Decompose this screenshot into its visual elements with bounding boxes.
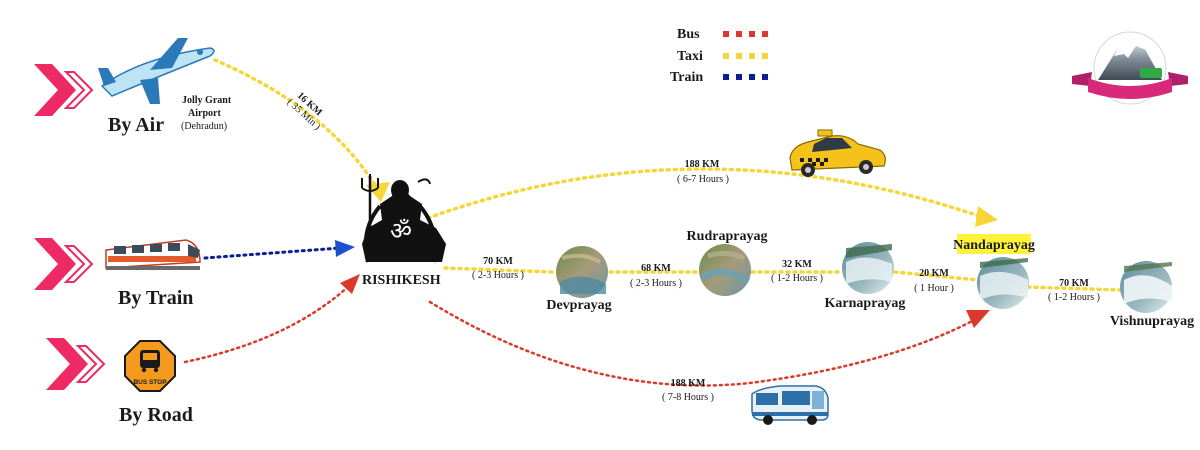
nandaprayag-photo xyxy=(977,257,1029,309)
shiva-silhouette-icon xyxy=(361,174,446,263)
legend-swatch-dot xyxy=(723,31,729,37)
leg-3-time: ( 1-2 Hours ) xyxy=(771,273,823,284)
by-train-label: By Train xyxy=(118,287,193,309)
by-air-label: By Air xyxy=(108,114,164,136)
legend-swatch-dot xyxy=(762,53,768,59)
leg-1-time: ( 2-3 Hours ) xyxy=(472,270,524,281)
leg-5-path xyxy=(1026,285,1122,292)
leg-3-distance: 32 KM xyxy=(782,259,812,270)
air-arrowhead xyxy=(366,182,390,202)
bus-arrowhead xyxy=(966,310,990,328)
legend-swatch-dot xyxy=(736,31,742,37)
bus-stop-sign-text: BUS STOP xyxy=(133,379,167,386)
leg-4-time: ( 1 Hour ) xyxy=(914,283,954,294)
stop-karnaprayag: Karnaprayag xyxy=(825,296,906,311)
taxi-route-path xyxy=(426,167,987,220)
rudraprayag-photo xyxy=(699,244,751,296)
leg-2-distance: 68 KM xyxy=(641,263,671,274)
stop-devprayag: Devprayag xyxy=(546,298,611,313)
airport-name-line1: Jolly Grant xyxy=(182,95,232,106)
taxi-route-distance: 188 KM xyxy=(685,159,720,170)
airport-city: (Dehradun) xyxy=(181,121,227,132)
legend-swatch-dot xyxy=(749,31,755,37)
vishnuprayag-photo xyxy=(1120,261,1172,313)
leg-4-distance: 20 KM xyxy=(919,268,949,279)
company-logo xyxy=(1072,31,1188,105)
stop-nandaprayag: Nandaprayag xyxy=(953,238,1035,253)
leg-1-distance: 70 KM xyxy=(483,256,513,267)
by-road-label: By Road xyxy=(119,404,193,426)
legend-swatch-dot xyxy=(736,74,742,80)
legend-swatch-dot xyxy=(736,53,742,59)
taxi-arrowhead xyxy=(975,206,998,227)
legend-taxi-label: Taxi xyxy=(677,49,703,64)
bus-route-distance: 188 KM xyxy=(671,378,706,389)
road-chevron-icon xyxy=(46,338,106,390)
devprayag-photo xyxy=(556,246,608,298)
legend-bus-swatch xyxy=(723,31,768,37)
om-symbol: ॐ xyxy=(390,217,412,245)
train-chevron-icon xyxy=(34,238,94,290)
stop-vishnuprayag: Vishnuprayag xyxy=(1110,314,1194,329)
legend-bus-label: Bus xyxy=(677,27,700,42)
legend-swatch-dot xyxy=(749,74,755,80)
taxi-route-time: ( 6-7 Hours ) xyxy=(677,174,729,185)
nandaprayag-highlight xyxy=(957,234,1031,254)
legend-swatch-dot xyxy=(762,74,768,80)
leg-1-path xyxy=(443,266,555,274)
legend-swatch-dot xyxy=(762,31,768,37)
legend-swatch-dot xyxy=(723,53,729,59)
rishikesh-label: RISHIKESH xyxy=(362,273,441,288)
air-route-path xyxy=(213,58,380,192)
leg-5-time: ( 1-2 Hours ) xyxy=(1048,292,1100,303)
leg-5-distance: 70 KM xyxy=(1059,278,1089,289)
bus-icon xyxy=(751,385,829,425)
train-icon xyxy=(105,239,201,270)
legend-swatch-dot xyxy=(749,53,755,59)
legend-train-label: Train xyxy=(670,70,703,85)
leg-2-time: ( 2-3 Hours ) xyxy=(630,278,682,289)
train-arrowhead xyxy=(335,240,355,257)
road-route-path xyxy=(183,283,352,364)
leg-4-path xyxy=(893,270,980,282)
bus-route-time: ( 7-8 Hours ) xyxy=(662,392,714,403)
road-arrowhead xyxy=(340,274,360,294)
bus-stop-sign-icon xyxy=(124,340,176,392)
karnaprayag-photo xyxy=(842,242,894,294)
taxi-icon xyxy=(789,129,886,177)
airplane-icon xyxy=(98,38,215,104)
train-route-path xyxy=(203,246,342,260)
air-chevron-icon xyxy=(34,64,94,116)
legend-train-swatch xyxy=(723,74,768,80)
legend-taxi-swatch xyxy=(723,53,768,59)
bus-route-path xyxy=(428,300,980,387)
airport-name-line2: Airport xyxy=(188,108,221,119)
stop-rudraprayag: Rudraprayag xyxy=(687,229,768,244)
legend-swatch-dot xyxy=(723,74,729,80)
